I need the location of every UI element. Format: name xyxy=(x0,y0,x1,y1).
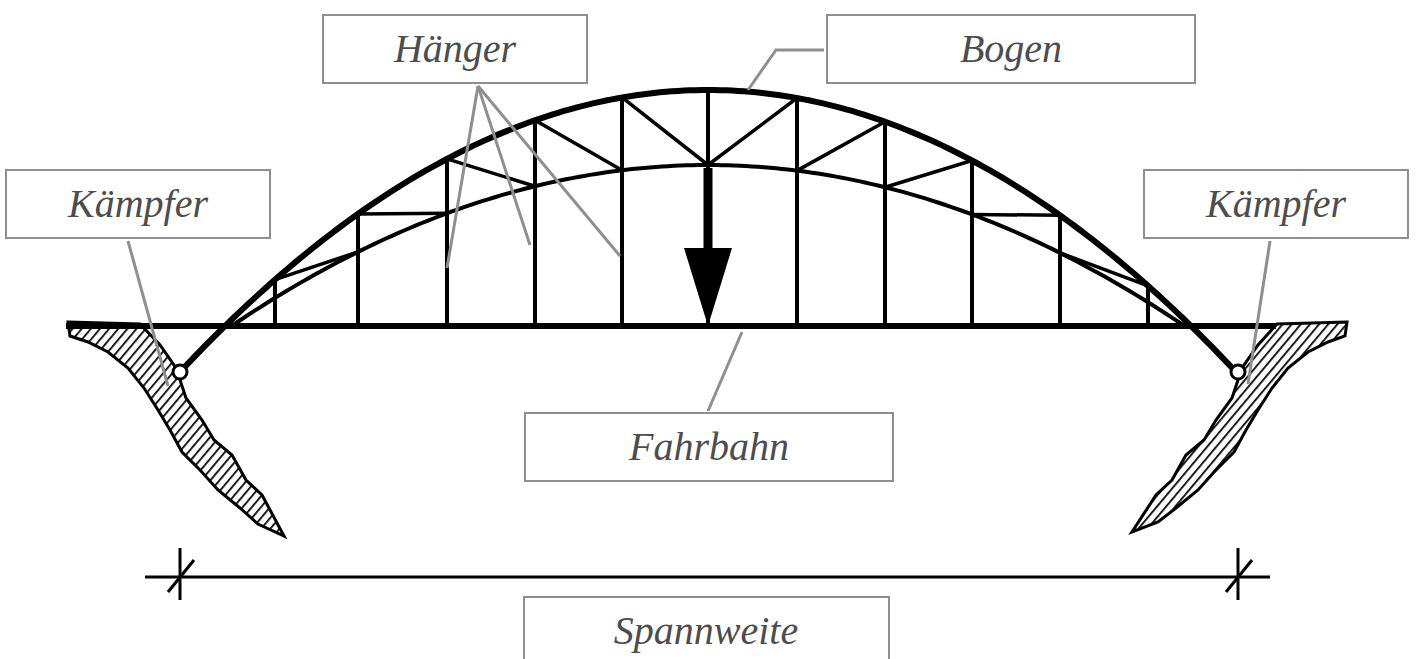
part-name: Hänger xyxy=(394,27,516,71)
hanger xyxy=(883,122,887,326)
hinge-left xyxy=(173,365,187,379)
diagonal xyxy=(535,120,622,170)
rock-right xyxy=(1132,322,1347,532)
hanger xyxy=(1058,215,1062,326)
hanger xyxy=(970,161,974,327)
label-box: Spannweite xyxy=(523,596,890,659)
deck xyxy=(66,323,1276,329)
label-box: Kämpfer xyxy=(5,169,271,239)
hanger xyxy=(795,98,799,326)
diagonal xyxy=(622,97,708,165)
hanger xyxy=(445,159,449,326)
label-box: Kämpfer xyxy=(1143,169,1409,239)
diagonal xyxy=(972,213,1060,217)
load-arrow xyxy=(684,168,732,326)
diagonal xyxy=(275,252,358,280)
diagonal xyxy=(1060,253,1148,286)
rock-abutments xyxy=(68,322,1347,536)
arch-inner xyxy=(230,165,1184,327)
part-name: Kämpfer xyxy=(1206,182,1346,226)
diagonal xyxy=(708,98,797,165)
hanger xyxy=(620,97,624,326)
diagonal xyxy=(797,122,885,171)
hanger xyxy=(1146,286,1150,326)
part-name: Spannweite xyxy=(614,609,798,653)
label-box: Hänger xyxy=(322,14,588,84)
diagonal xyxy=(358,212,447,216)
leader-lines xyxy=(128,50,1270,411)
span-dimension xyxy=(145,548,1270,600)
diagonal xyxy=(885,161,972,188)
part-name: Kämpfer xyxy=(68,182,208,226)
arch-outer xyxy=(180,90,1236,372)
part-name: Bogen xyxy=(960,27,1062,71)
hanger xyxy=(356,214,360,326)
rock-left xyxy=(68,322,284,536)
hanger xyxy=(273,280,277,326)
hinge-right xyxy=(1231,365,1245,379)
bridge-structure xyxy=(180,90,1236,372)
part-name: Fahrbahn xyxy=(629,425,789,469)
label-box: Bogen xyxy=(826,14,1196,84)
label-box: Fahrbahn xyxy=(524,412,894,482)
